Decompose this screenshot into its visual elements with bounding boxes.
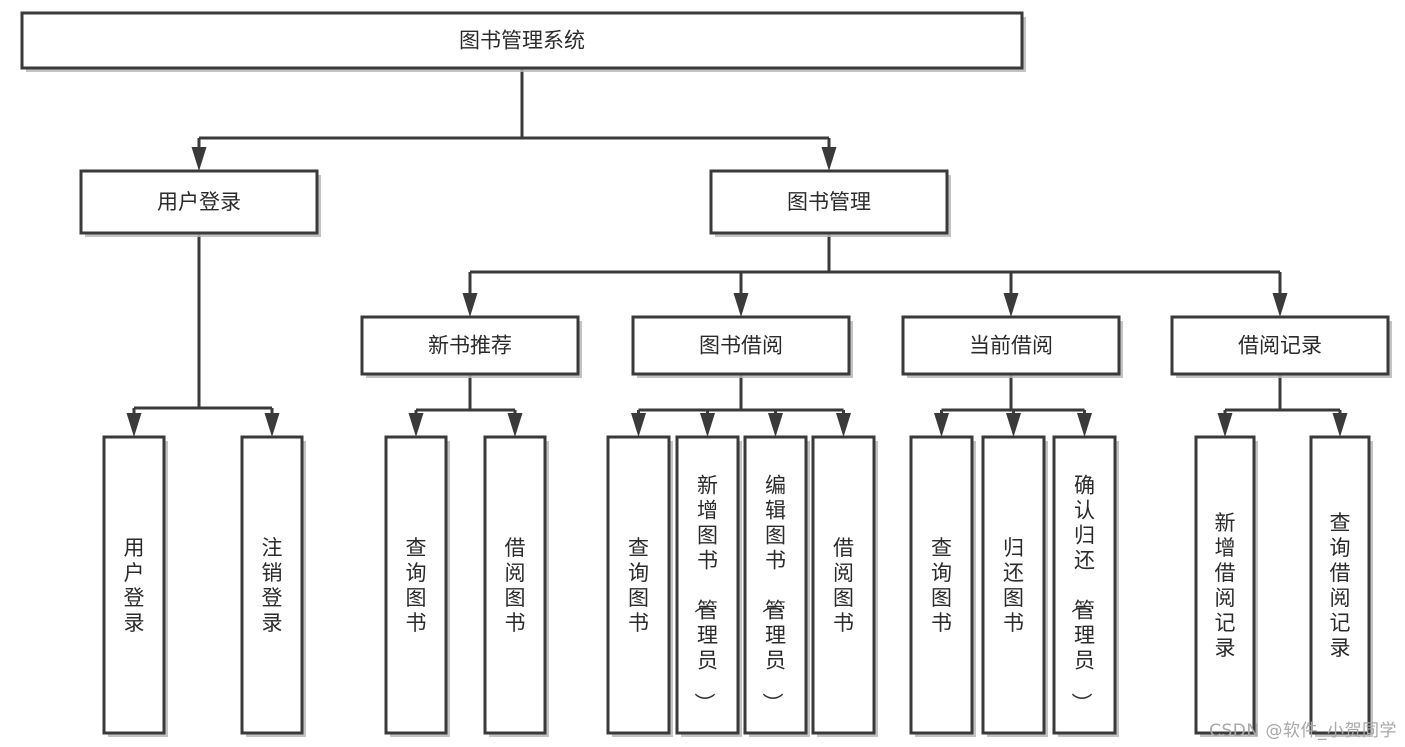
node-box (360, 315, 580, 376)
arrow-head-icon (1332, 413, 1348, 437)
node-label: 确认归还（管理员） (1069, 474, 1095, 714)
node-label: 编辑图书（管理员） (760, 474, 786, 714)
node-label: 注销登录 (262, 536, 283, 635)
node-label: 查询图书 (406, 536, 427, 635)
node-label: 借阅图书 (505, 536, 526, 635)
node-leaf-edit-book[interactable]: 编辑图书（管理员） (743, 435, 810, 737)
node-leaf-add-book[interactable]: 新增图书（管理员） (675, 435, 742, 737)
arrow-head-icon (768, 413, 783, 437)
node-leaf-return-book[interactable]: 归还图书 (981, 435, 1048, 737)
node-box (981, 435, 1046, 735)
node-leaf-query-book-bb[interactable]: 查询图书 (606, 435, 673, 737)
node-box (709, 169, 949, 235)
arrow-head-icon (462, 293, 478, 317)
connector-group (1217, 374, 1348, 437)
node-root[interactable]: 图书管理系统 (20, 11, 1026, 72)
node-label: 查询借阅记录 (1330, 511, 1351, 660)
arrow-head-icon (821, 147, 837, 171)
node-label: 归还图书 (1003, 536, 1024, 635)
connector-group (631, 374, 851, 437)
arrow-head-icon (836, 413, 851, 437)
node-box (102, 435, 166, 735)
node-box (384, 435, 448, 735)
node-box (811, 435, 876, 735)
connector-group (408, 374, 523, 437)
node-leaf-query-book-cb[interactable]: 查询图书 (909, 435, 976, 737)
connector-group (462, 233, 1288, 317)
node-user-login[interactable]: 用户登录 (79, 169, 321, 237)
arrow-head-icon (733, 293, 749, 317)
node-label: 用户登录 (157, 190, 241, 214)
node-box (901, 315, 1121, 376)
node-leaf-borrow-book-bb[interactable]: 借阅图书 (811, 435, 878, 737)
watermark-text: CSDN @软件_小贺同学 (1209, 721, 1397, 741)
node-box (1170, 315, 1390, 376)
node-leaf-query-record[interactable]: 查询借阅记录 (1309, 435, 1373, 737)
node-label: 查询图书 (931, 536, 952, 635)
node-book-manage[interactable]: 图书管理 (709, 169, 951, 237)
arrow-head-icon (507, 413, 523, 437)
node-box (743, 435, 808, 735)
node-box (1309, 435, 1371, 735)
connector-group (191, 68, 837, 171)
node-label: 图书借阅 (699, 334, 783, 358)
node-box (20, 11, 1024, 70)
node-box (1052, 435, 1117, 735)
node-leaf-add-record[interactable]: 新增借阅记录 (1194, 435, 1258, 737)
arrow-head-icon (126, 413, 142, 437)
node-leaf-borrow-book-rec[interactable]: 借阅图书 (483, 435, 549, 737)
node-label: 新增图书（管理员） (692, 474, 718, 714)
node-current-borrow[interactable]: 当前借阅 (901, 315, 1123, 378)
arrow-head-icon (408, 413, 424, 437)
node-label: 当前借阅 (969, 334, 1053, 358)
node-leaf-query-book-rec[interactable]: 查询图书 (384, 435, 450, 737)
arrow-head-icon (934, 413, 949, 437)
arrow-head-icon (1217, 413, 1233, 437)
node-label: 用户登录 (124, 536, 145, 635)
node-box (1194, 435, 1256, 735)
node-new-book-rec[interactable]: 新书推荐 (360, 315, 582, 378)
arrow-head-icon (1006, 413, 1021, 437)
arrow-head-icon (191, 147, 207, 171)
node-box (675, 435, 740, 735)
node-label: 查询图书 (628, 536, 649, 635)
arrow-head-icon (700, 413, 715, 437)
node-box (909, 435, 974, 735)
node-box (631, 315, 851, 376)
arrow-head-icon (1077, 413, 1092, 437)
node-label: 新增借阅记录 (1215, 511, 1236, 660)
arrow-head-icon (1272, 293, 1288, 317)
node-label: 借阅图书 (833, 536, 854, 635)
node-label: 图书管理 (787, 190, 871, 214)
node-label: 借阅记录 (1238, 334, 1322, 358)
node-leaf-user-login[interactable]: 用户登录 (102, 435, 168, 737)
node-book-borrow[interactable]: 图书借阅 (631, 315, 853, 378)
arrow-head-icon (1003, 293, 1019, 317)
node-box (240, 435, 304, 735)
connector-layer (126, 68, 1348, 437)
connector-group (126, 233, 280, 437)
arrow-head-icon (264, 413, 280, 437)
node-box (483, 435, 547, 735)
node-borrow-record[interactable]: 借阅记录 (1170, 315, 1392, 378)
node-label: 图书管理系统 (459, 29, 585, 53)
node-leaf-confirm-return[interactable]: 确认归还（管理员） (1052, 435, 1119, 737)
node-label: 新书推荐 (428, 334, 512, 358)
node-box (606, 435, 671, 735)
node-box (79, 169, 319, 235)
arrow-head-icon (631, 413, 646, 437)
connector-group (934, 374, 1092, 437)
node-layer: 图书管理系统用户登录图书管理新书推荐图书借阅当前借阅借阅记录用户登录注销登录查询… (20, 11, 1392, 737)
node-leaf-logout[interactable]: 注销登录 (240, 435, 306, 737)
